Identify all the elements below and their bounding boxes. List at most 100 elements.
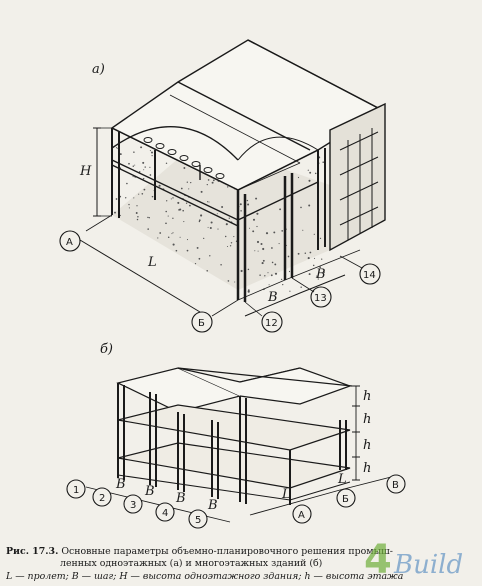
axis-marker-B (191, 311, 213, 333)
floor-dot (252, 230, 255, 233)
floor-dot (183, 221, 185, 223)
floor-dot (198, 257, 201, 260)
floor-dot (319, 237, 322, 240)
floor-dot (289, 290, 291, 292)
floor-dot (177, 201, 180, 204)
floor-dot (167, 236, 170, 239)
floor-dot (261, 262, 264, 265)
floor-dot (133, 151, 135, 153)
floor-dot (248, 227, 251, 229)
truss-openings (143, 137, 225, 179)
floor-dot (172, 197, 174, 199)
floor-dot (207, 201, 209, 203)
floor-dot (247, 290, 250, 293)
floor-dot (229, 245, 232, 247)
floor-dot (142, 177, 145, 180)
floor-dot (150, 151, 154, 154)
floor-dot (308, 179, 311, 182)
floor-dot (159, 232, 162, 234)
floor-dot (165, 162, 168, 164)
floor-dot (234, 281, 236, 283)
floor-dot (247, 268, 250, 271)
figure-b: б) h h h h B B B B (66, 342, 406, 529)
floor-dot (114, 211, 116, 214)
floor-dot (280, 278, 283, 281)
floor-dot (300, 286, 302, 288)
caption-prefix: Рис. 17.3. (6, 546, 59, 557)
floor-dot (262, 259, 265, 262)
floor-dot (179, 208, 182, 211)
axis-label-1: 1 (73, 485, 79, 496)
floor-dot (172, 232, 174, 234)
floor-dot (302, 229, 304, 231)
floor-dot (208, 201, 210, 203)
floor-dot (226, 186, 229, 188)
floor-dot (180, 187, 183, 190)
floor-dot (137, 215, 139, 218)
floor-dot (226, 245, 229, 248)
floor-dot (147, 228, 149, 230)
panel-label-b: б) (100, 342, 113, 357)
axis-label-4: 4 (162, 508, 168, 519)
floor-dot (304, 252, 307, 254)
floor-dot (312, 264, 315, 267)
floor-dot (300, 206, 302, 209)
floor-dot (271, 261, 274, 264)
floor-dot (207, 226, 209, 228)
floor-dot (190, 181, 192, 184)
floor-dot (206, 183, 208, 186)
axis-marker-13 (310, 286, 332, 308)
floor-dot (317, 278, 319, 280)
axis-marker-5 (188, 509, 208, 529)
floor-dot (212, 179, 215, 182)
dim-B1: B (267, 290, 278, 305)
floor-dot (262, 247, 265, 251)
floor-dot (149, 174, 152, 176)
floor-dot (211, 181, 214, 184)
floor-dot (228, 217, 230, 219)
floor-dot (198, 219, 201, 222)
axis-label-3: 3 (130, 500, 136, 511)
axis-label-14: 14 (363, 270, 376, 281)
floor-dot (270, 274, 273, 277)
floor-dot (165, 222, 167, 225)
floor-dot (278, 243, 280, 245)
floor-dot (196, 246, 199, 249)
axis-marker-1 (66, 479, 86, 499)
floor-dot (274, 272, 278, 275)
axis-label-A-b: А (298, 510, 305, 521)
floor-dot (225, 223, 228, 226)
floor-dot (309, 251, 312, 254)
axis-marker-B-b (336, 488, 356, 508)
floor-dot (132, 165, 135, 167)
floor-dot (256, 212, 259, 215)
floor-dot (158, 184, 161, 187)
floor-dot (165, 210, 167, 213)
floor-dot (186, 239, 189, 241)
panel-label-a: а) (92, 62, 105, 77)
floor-dot (224, 235, 227, 238)
floor-dot (188, 188, 190, 190)
bay-label-4: B (207, 498, 218, 513)
floor-dot (183, 167, 186, 169)
floor-dot (182, 209, 184, 212)
floor-dot (274, 263, 277, 266)
axis-label-13: 13 (314, 293, 327, 304)
floor-dot (134, 164, 136, 166)
floor-dot (227, 280, 230, 282)
axis-marker-12 (261, 311, 283, 333)
floor-dot (220, 264, 222, 266)
floor-dot (175, 249, 178, 252)
axis-marker-2 (92, 487, 112, 507)
floor-dot (128, 203, 130, 206)
floor-dot (171, 233, 173, 235)
floor-dot (142, 161, 145, 164)
dim-h-1: h (363, 389, 371, 404)
floor-dot (128, 207, 130, 209)
floor-dot (271, 247, 273, 249)
axis-label-2: 2 (99, 493, 105, 504)
caption-line-2: ленных одноэтажных (а) и многоэтажных зд… (60, 558, 323, 569)
figure-a: а) (59, 39, 386, 333)
floor-dot (240, 210, 242, 212)
floor-dot (179, 236, 181, 238)
